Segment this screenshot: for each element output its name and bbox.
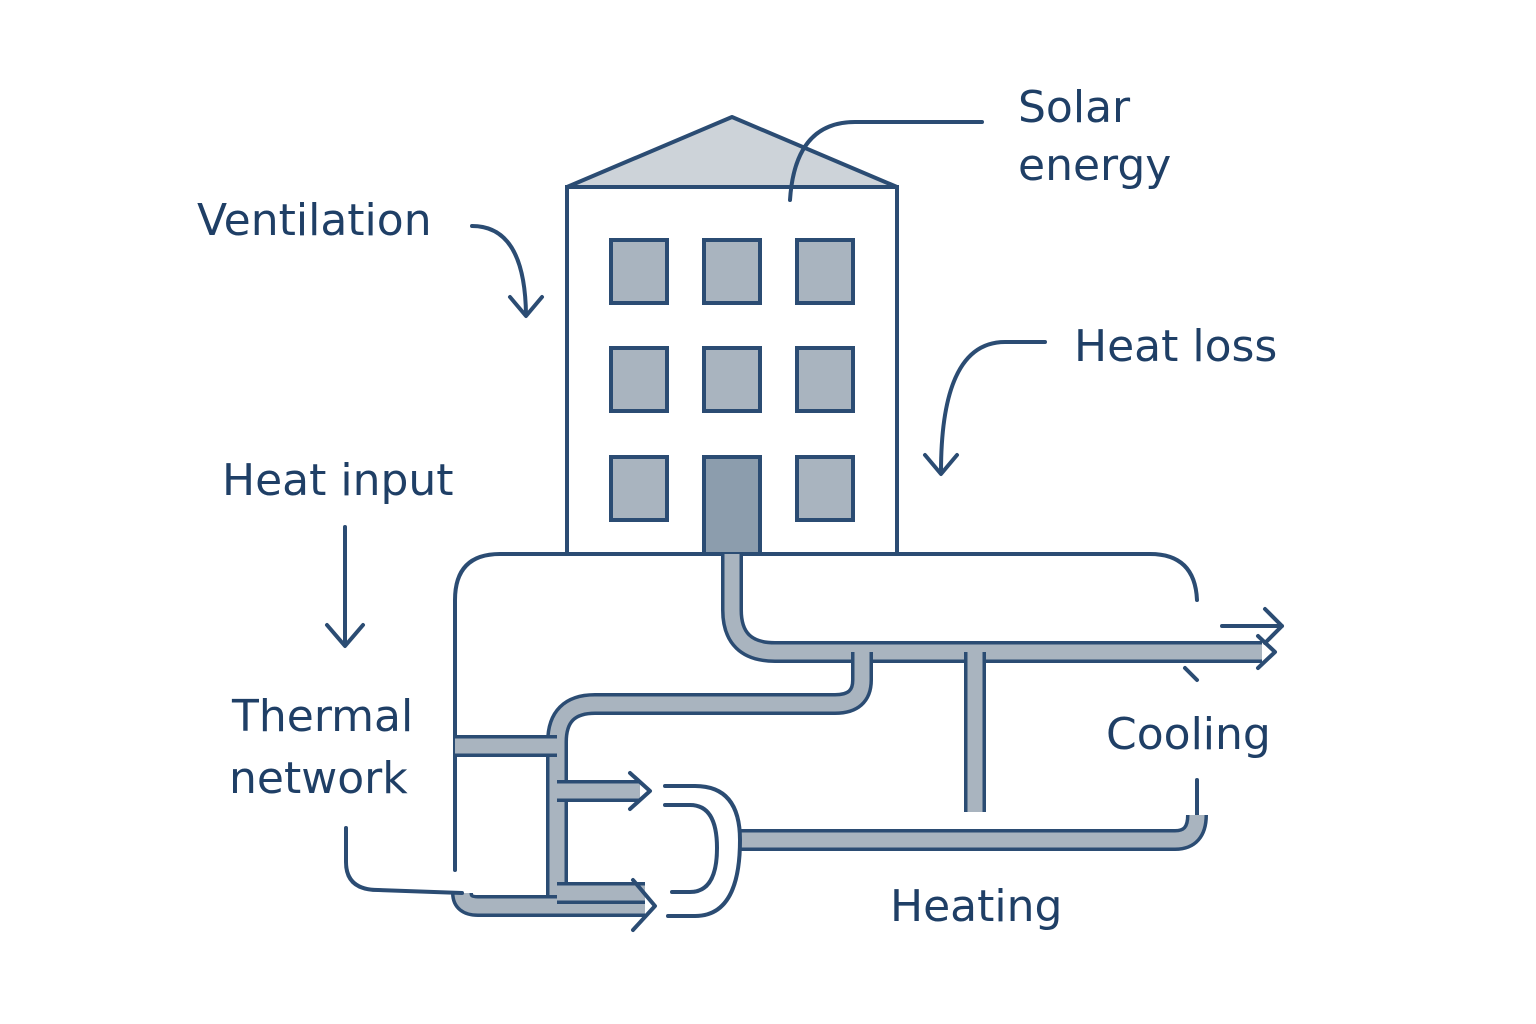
solar-callout-line — [788, 120, 984, 202]
cooling-arrow-upper — [1220, 607, 1284, 645]
thermal-label-line1: Thermal — [231, 691, 413, 742]
pipe-heating-fill — [740, 814, 1205, 848]
pipe-branch-left — [546, 652, 873, 900]
pipe-branch-left-fill — [549, 652, 870, 900]
door — [702, 455, 762, 556]
window — [609, 346, 669, 413]
window — [795, 455, 855, 522]
pipe-main — [721, 554, 1262, 663]
window — [609, 455, 669, 522]
pipe-network — [451, 554, 1262, 917]
heat-input-arrow — [325, 525, 365, 648]
ventilation-label: Ventilation — [197, 195, 432, 246]
arrow-head-lower — [631, 878, 657, 932]
solar-label-line1: Solar — [1018, 82, 1131, 133]
heat-loss-arrow — [923, 340, 1047, 476]
network-outline — [453, 552, 1199, 872]
cooling-tail — [1183, 666, 1199, 682]
cooling-label: Cooling — [1106, 709, 1271, 760]
exchanger-outer — [663, 784, 742, 918]
window — [702, 346, 762, 413]
cooling-arrow-lower-head — [1256, 634, 1277, 670]
building-icon — [565, 115, 899, 556]
window — [609, 238, 669, 305]
solar-label-line2: energy — [1018, 140, 1171, 191]
exchanger-inner — [663, 803, 719, 894]
arrow-head-upper — [628, 771, 652, 811]
flow-arrow-icon — [628, 607, 1284, 932]
pipe-main-fill — [724, 554, 1262, 660]
heating-label: Heating — [890, 881, 1062, 932]
heat-loss-label: Heat loss — [1074, 321, 1277, 372]
heat-input-label: Heat input — [222, 455, 454, 506]
thermal-network-line — [344, 826, 464, 895]
ventilation-arrow — [470, 224, 544, 318]
pipe-bottom-fill — [454, 892, 645, 914]
thermal-label-line2: network — [229, 753, 408, 804]
window — [795, 238, 855, 305]
roof — [565, 115, 899, 189]
window — [795, 346, 855, 413]
window — [702, 238, 762, 305]
